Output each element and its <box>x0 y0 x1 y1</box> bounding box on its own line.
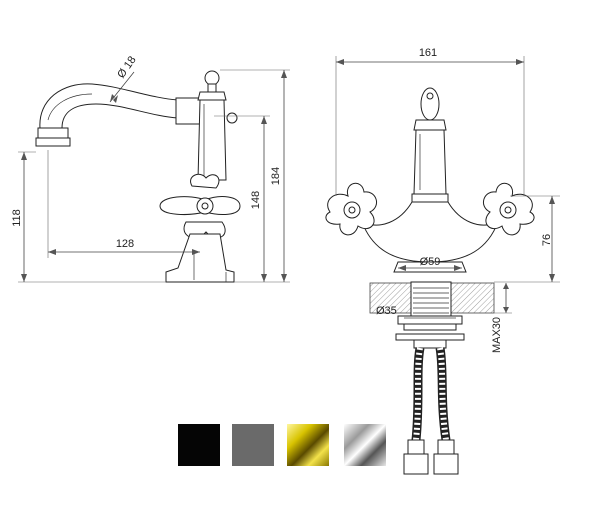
finish-swatch-black[interactable] <box>178 424 220 466</box>
side-dimensions <box>18 69 290 283</box>
dim-spout-reach: 128 <box>116 238 134 250</box>
flex-hoses <box>403 347 459 475</box>
front-base <box>393 261 467 273</box>
cross-handle <box>159 173 241 239</box>
finish-swatch-gold[interactable] <box>287 424 329 466</box>
dim-handle-height: 148 <box>250 191 262 209</box>
front-view: 161 Ø59 76 Ø35 MAX30 <box>325 47 560 475</box>
dim-spout-diameter: Ø 18 <box>115 54 139 80</box>
finish-swatch-chrome[interactable] <box>344 424 386 466</box>
dim-spout-height: 118 <box>11 209 23 227</box>
spout <box>35 83 179 147</box>
fixing-plate <box>397 315 463 325</box>
dim-total-width: 161 <box>419 47 437 59</box>
front-right-handle <box>482 182 535 236</box>
dim-max-deck: MAX30 <box>491 317 503 353</box>
front-dimensions <box>335 56 560 319</box>
front-body <box>361 201 499 263</box>
side-view: Ø 18 118 128 148 184 <box>11 54 290 283</box>
front-column <box>413 129 447 195</box>
finish-swatch-graphite[interactable] <box>232 424 274 466</box>
front-left-handle <box>325 182 378 236</box>
dim-thread-diameter: Ø35 <box>376 305 397 317</box>
faucet-base <box>165 233 235 283</box>
dim-front-handle-height: 76 <box>541 234 553 246</box>
shank-threads <box>413 287 449 314</box>
dim-total-height: 184 <box>270 167 282 185</box>
top-knob <box>197 70 238 124</box>
front-top-knob <box>413 87 447 131</box>
valve-body <box>197 99 227 181</box>
dim-base-diameter: Ø59 <box>420 256 441 268</box>
